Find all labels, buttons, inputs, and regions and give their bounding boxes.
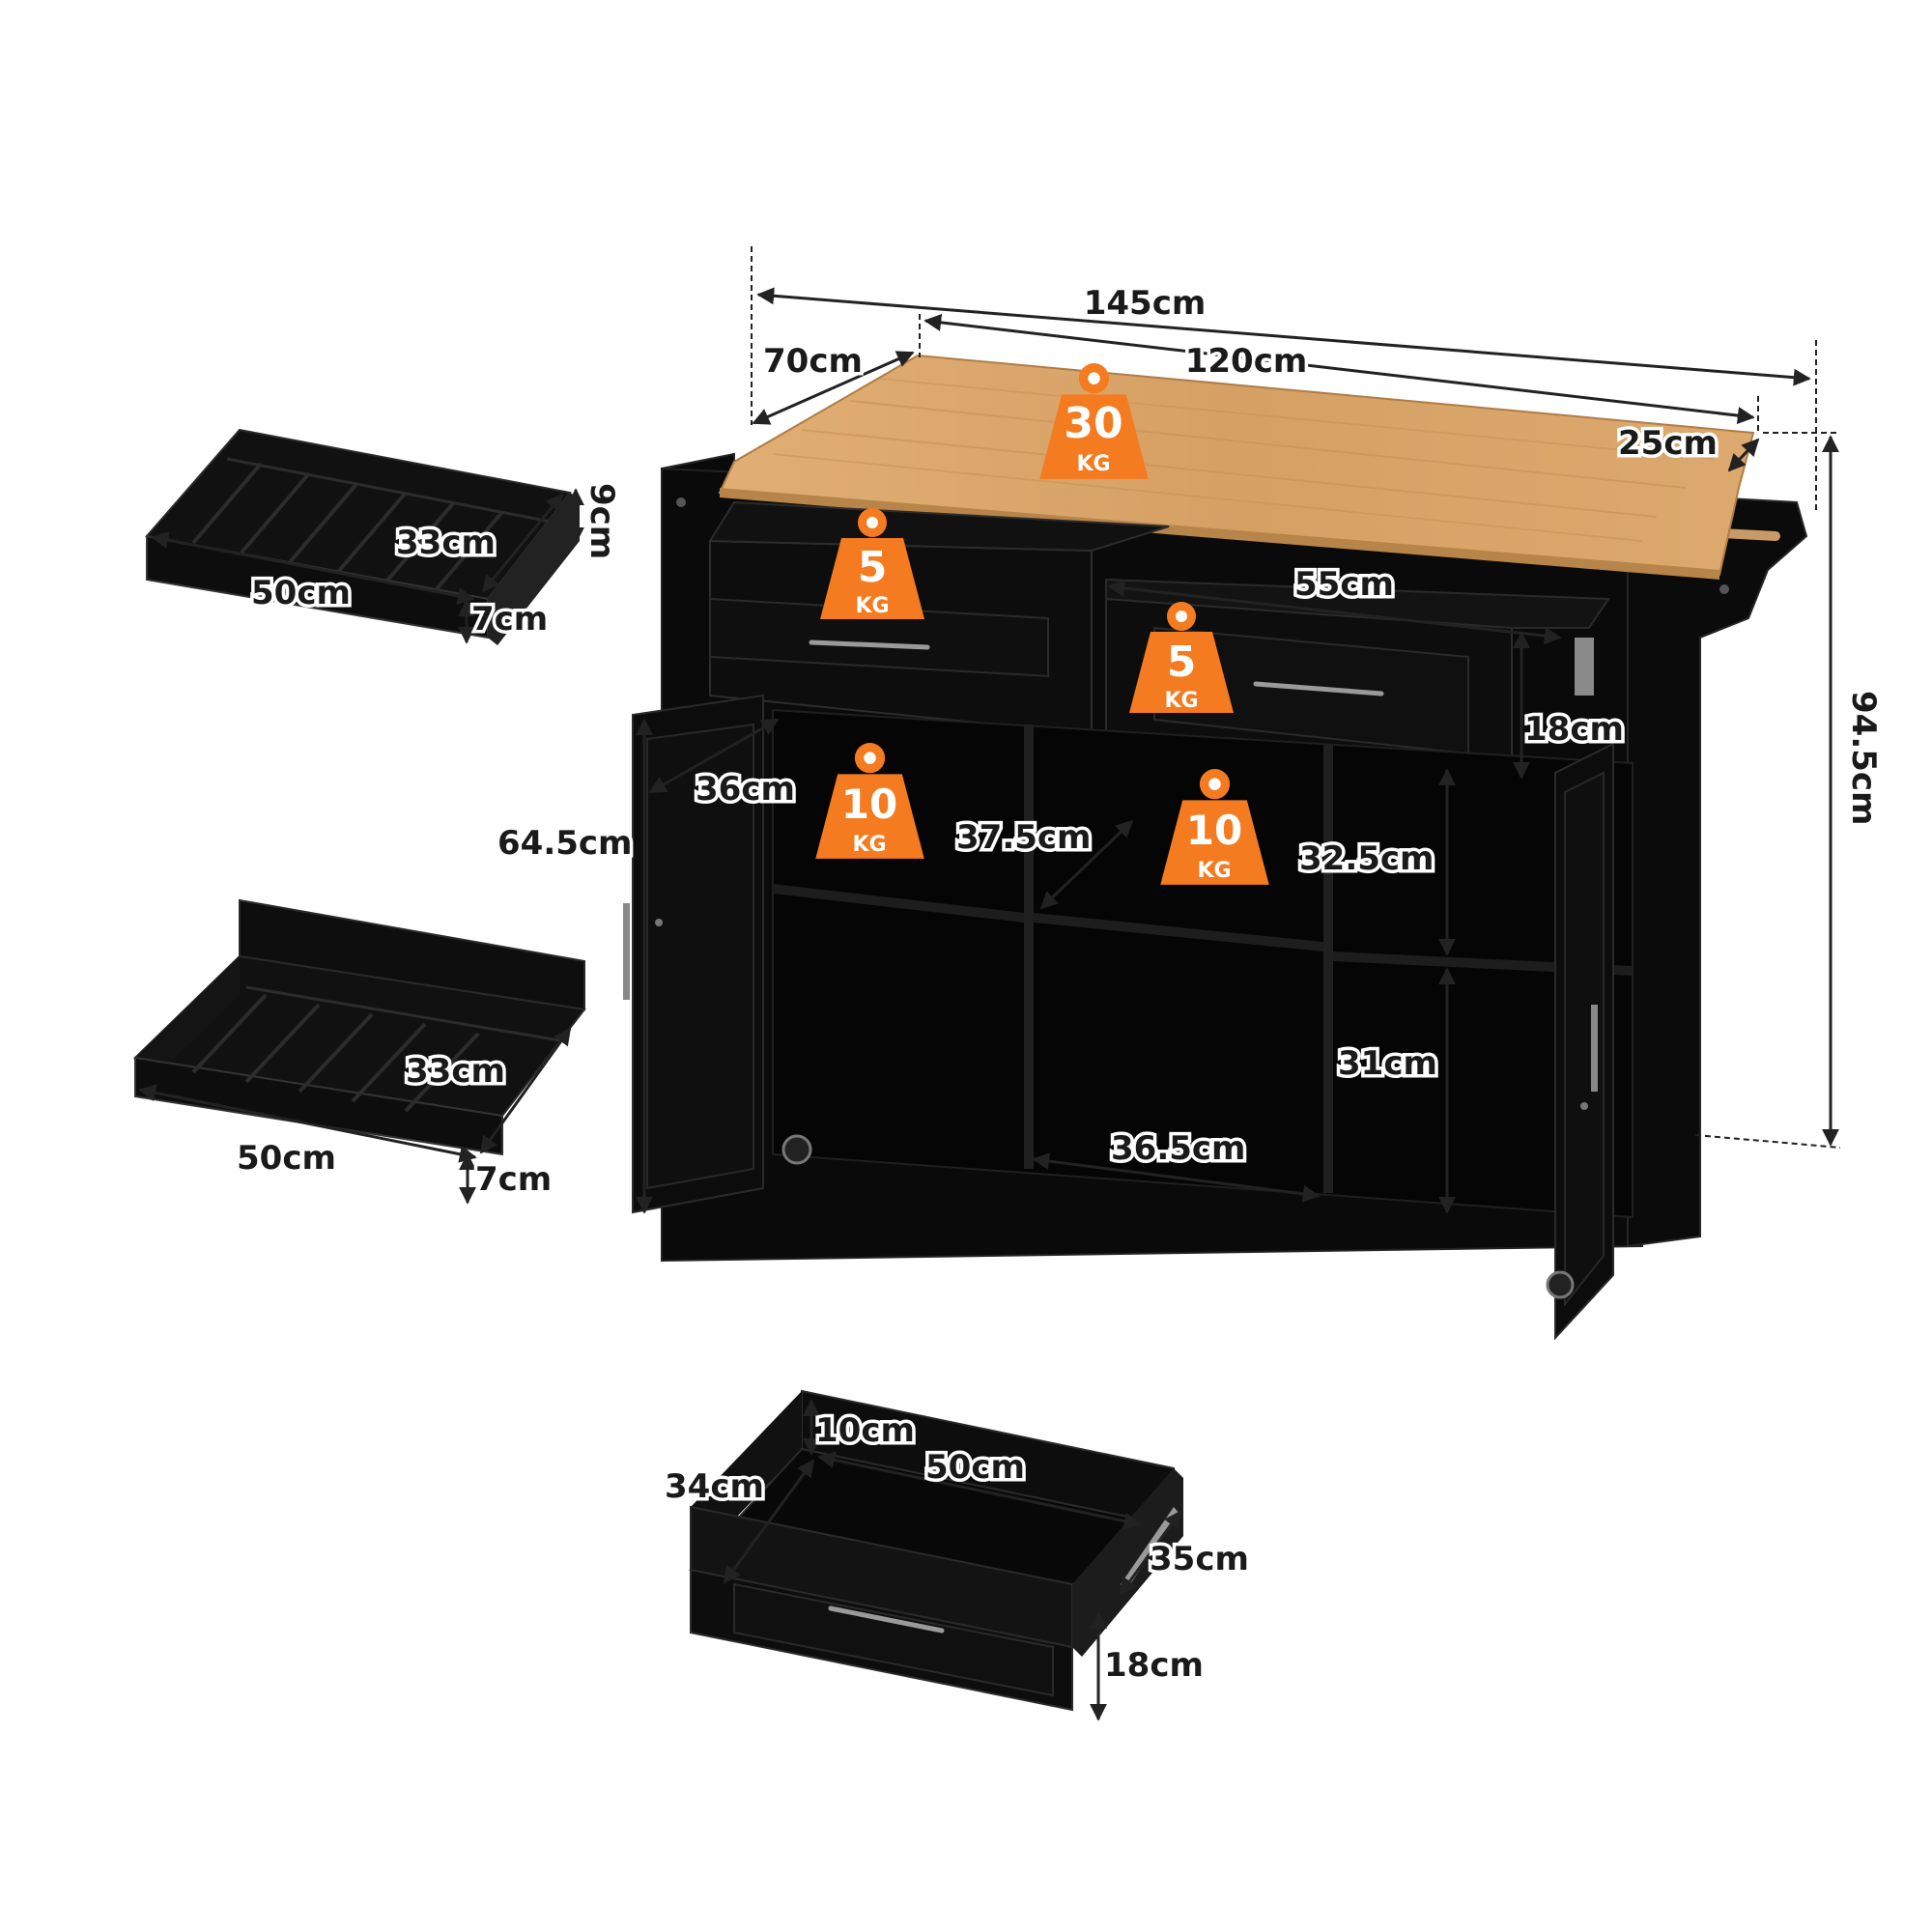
tray1-length-label: 50cm (251, 574, 351, 612)
large-drawer-width-label: 55cm (1294, 565, 1394, 604)
weight-badge-middle-shelf: 10 KG (1160, 769, 1269, 885)
weight-unit: KG (1076, 452, 1110, 476)
tray2-length-label: 50cm (237, 1139, 336, 1178)
cabinet-width-label: 120cm (1185, 342, 1308, 381)
tray1-height-label: 7cm (471, 600, 548, 639)
weight-unit: KG (1164, 689, 1198, 713)
bottom-drawer-inner-height-label: 10cm (815, 1411, 915, 1450)
bottom-drawer-height-label: 18cm (1104, 1646, 1204, 1685)
depth-label: 70cm (763, 342, 863, 381)
tray2-height-label: 7cm (475, 1160, 552, 1199)
total-width-label: 145cm (1084, 284, 1207, 323)
weight-value: 5 (1167, 638, 1197, 687)
tray1-width-label: 33cm (396, 524, 496, 562)
dimension-lines (138, 246, 1841, 1721)
weight-value: 30 (1064, 399, 1122, 448)
weight-unit: KG (852, 833, 886, 857)
right-upper-shelf-height-label: 32.5cm (1299, 839, 1434, 878)
tray2-width-label: 33cm (406, 1052, 505, 1091)
weight-value: 10 (1186, 807, 1242, 854)
bottom-drawer-length-label: 50cm (925, 1448, 1025, 1487)
bottom-drawer-side-label: 35cm (1150, 1540, 1249, 1578)
weight-value: 10 (841, 781, 897, 828)
total-height-label: 94.5cm (1844, 691, 1883, 825)
middle-shelf-depth-label: 37.5cm (956, 818, 1091, 857)
door-depth-label: 36cm (696, 770, 795, 809)
overhang-label: 25cm (1618, 424, 1718, 463)
bottom-drawer-depth-label: 34cm (665, 1467, 764, 1506)
door-height-label: 64.5cm (497, 824, 632, 863)
dimension-labels: 145cm 70cm 120cm 25cm 94.5cm 9cm 33cm 50… (234, 281, 1887, 1689)
middle-shelf-width-label: 36.5cm (1111, 1129, 1245, 1168)
weight-unit: KG (855, 594, 889, 618)
weight-value: 5 (858, 543, 888, 592)
middle-left-cutlery-tray (132, 898, 586, 1156)
tray1-depth-label: 9cm (582, 483, 621, 559)
weight-unit: KG (1197, 859, 1231, 883)
weight-badge-left-shelf: 10 KG (815, 743, 924, 859)
weight-badge-left-drawer: 5 KG (820, 508, 924, 619)
weight-badge-top: 30 KG (1039, 363, 1149, 479)
weight-badge-right-drawer: 5 KG (1129, 602, 1234, 713)
large-drawer-height-label: 18cm (1524, 710, 1624, 749)
right-lower-shelf-height-label: 31cm (1338, 1044, 1437, 1083)
